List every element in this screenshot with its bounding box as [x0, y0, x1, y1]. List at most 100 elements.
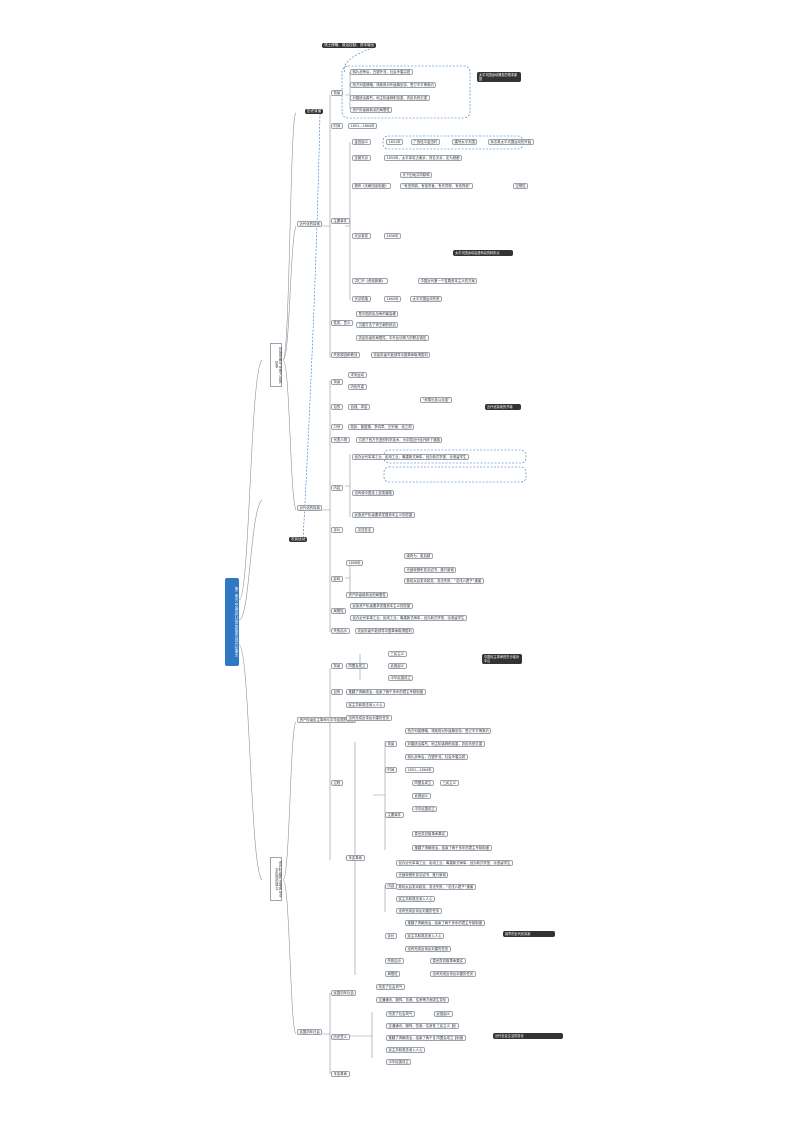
leaf-node[interactable]: 光绪帝颁布变法诏书，推行新政 [404, 567, 457, 574]
leaf-node[interactable]: 主要事件 [385, 812, 404, 819]
leaf-node[interactable]: 1851年 [386, 139, 404, 146]
branch-node[interactable]: 目的 [331, 404, 343, 411]
leaf-node[interactable]: 创办近代军事工业、民用工业，筹建新式海军，创办新式学堂，派遣留学生 [396, 860, 513, 867]
leaf-node[interactable]: 农民阶级的局限性，中外反动势力的联合镇压 [356, 335, 429, 342]
leaf-node[interactable]: 1851—1864年 [405, 767, 435, 774]
leaf-node[interactable]: 没有完成反帝反封建的任务 [430, 971, 476, 978]
leaf-node[interactable]: 时间 [385, 767, 397, 774]
branch-node[interactable]: 近代化的探索 [297, 505, 323, 512]
leaf-node[interactable]: 封建统治腐朽，地主阶级剥削加重，农民负担沉重 [405, 741, 485, 748]
branch-node[interactable]: 主要事件 [331, 218, 350, 225]
branch-node[interactable]: 背景 [331, 379, 343, 386]
leaf-node[interactable]: 袁世凯窃取革命果实 [412, 831, 448, 838]
leaf-node[interactable]: 建号太平天国 [452, 139, 478, 146]
leaf-node[interactable]: 引进了西方先进的科学技术，为中国近代化开辟了道路 [356, 437, 443, 444]
leaf-node[interactable]: 没有使中国走上富强道路 [352, 490, 395, 497]
leaf-node[interactable]: 中华民国成立 [388, 675, 414, 682]
branch-node[interactable]: 评价 [331, 527, 343, 534]
leaf-node[interactable]: 1898年 [346, 560, 364, 567]
leaf-node[interactable]: 光绪帝颁布变法诏书，推行新政 [396, 872, 449, 879]
branch-node[interactable]: 目的 [331, 689, 343, 696]
leaf-node[interactable]: 西方列强侵略，清政府对外屈辱妥协，签订不平等条约 [405, 728, 492, 735]
branch-node[interactable]: 影响 [331, 576, 343, 583]
leaf-node[interactable]: 资产阶级维新派的局限性 [350, 107, 393, 114]
leaf-node[interactable]: 农民阶级不能领导中国革命取得胜利 [355, 628, 415, 635]
leaf-node[interactable]: 民主共和观念深入人心 [386, 1047, 425, 1054]
leaf-node[interactable]: 鸦片战争后，白银外流，社会矛盾尖锐 [405, 754, 468, 761]
leaf-node[interactable]: 三民主义 [388, 651, 407, 658]
leaf-node[interactable]: 三民主义 [440, 780, 459, 787]
leaf-node[interactable]: 戊戌变法 [355, 527, 374, 534]
leaf-node[interactable]: 武昌起义 [412, 793, 431, 800]
leaf-node[interactable]: 创办近代军事工业、民用工业，筹建新式海军，创办新式学堂，派遣留学生 [352, 454, 469, 461]
leaf-node[interactable]: 没有完成反帝反封建的任务 [396, 908, 442, 915]
branch-node[interactable]: 辛亥革命 [346, 855, 365, 862]
leaf-node[interactable]: 民主共和观念深入人心 [346, 702, 385, 709]
leaf-node[interactable]: 评价 [385, 933, 397, 940]
branch-node[interactable]: 民国初年社会 [331, 990, 357, 997]
branch-node[interactable]: 背景 [331, 663, 343, 670]
branch-node[interactable]: 历史意义 [331, 1034, 350, 1041]
leaf-node[interactable]: 武昌起义 [434, 1011, 453, 1018]
section-label[interactable]: 资产阶级民主革命与中华民国的建立 [270, 857, 282, 901]
leaf-node[interactable]: 是中国农民战争的最高峰 [356, 311, 399, 318]
leaf-node[interactable]: 同盟会成立 [412, 780, 434, 787]
leaf-node[interactable]: 中华民国成立 [412, 806, 438, 813]
leaf-node[interactable]: 内忧外患 [348, 384, 367, 391]
leaf-node[interactable]: 沉重打击了清王朝的统治 [356, 322, 399, 329]
leaf-node[interactable]: 1853年，太平军攻占南京，改名天京，定为首都 [384, 155, 463, 162]
leaf-node[interactable]: 三民主义 [434, 1023, 453, 1030]
leaf-node[interactable]: 颁布《天朝田亩制度》 [352, 183, 391, 190]
leaf-node[interactable]: 自强、求富 [348, 404, 370, 411]
leaf-node[interactable]: “有田同耕，有饭同食，有衣同穿，有钱同使” [400, 183, 473, 190]
leaf-node[interactable]: “师夷长技以自强” [420, 397, 453, 404]
leaf-node[interactable]: 交通通讯、服饰、饮食、住房等方面发生变化 [386, 1023, 459, 1030]
leaf-node[interactable]: 内容 [385, 883, 397, 890]
leaf-node[interactable]: 奕訢、曾国藩、李鸿章、左宗棠、张之洞 [348, 424, 415, 431]
leaf-node[interactable]: 慈禧太后发动政变，变法失败，“戊戌六君子”遇害 [396, 884, 476, 891]
leaf-node[interactable]: 同盟会成立 [434, 1035, 456, 1042]
leaf-node[interactable]: 资产阶级维新派的局限性 [346, 592, 389, 599]
leaf-node[interactable]: 慈禧太后发动政变，变法失败，“戊戌六君子”遇害 [404, 578, 484, 585]
leaf-node[interactable]: 没有完成反帝反封建的任务 [346, 715, 392, 722]
branch-node[interactable]: 失败原因和教训 [331, 352, 360, 359]
leaf-node[interactable]: 推翻了清朝统治，结束了两千多年的君主专制制度 [405, 920, 485, 927]
root-topic[interactable]: 第二单元 中国近代社会的探索与现代化事业 [225, 578, 239, 666]
leaf-node[interactable]: 天京陷落 [352, 296, 371, 303]
leaf-node[interactable]: 民族资产阶级要求发展资本主义的愿望 [352, 512, 415, 519]
leaf-node[interactable]: 封建统治腐朽，地主阶级剥削加重，农民负担沉重 [350, 95, 430, 102]
leaf-node[interactable]: 交通通讯、服饰、饮食、住房等方面发生变化 [376, 997, 449, 1004]
leaf-node[interactable]: 失败启示 [385, 958, 404, 965]
leaf-node[interactable]: 改变了社会风气 [386, 1011, 415, 1018]
leaf-node[interactable]: 洪仁玕《资政新篇》 [352, 278, 388, 285]
branch-node[interactable]: 内容 [331, 485, 343, 492]
leaf-node[interactable]: 中国近代第一个发展资本主义的方案 [418, 278, 478, 285]
leaf-node[interactable]: 太平天国运动失败 [410, 296, 443, 303]
leaf-node[interactable]: 袁世凯窃取革命果实 [430, 958, 466, 965]
leaf-node[interactable]: 西方列强侵略，清政府对外屈辱妥协，签订不平等条约 [350, 82, 437, 89]
leaf-node[interactable]: 1856年 [384, 233, 402, 240]
leaf-node[interactable]: 民族资产阶级要求发展资本主义的愿望 [350, 603, 413, 610]
leaf-node[interactable]: 局限性 [385, 971, 401, 978]
leaf-node[interactable]: 广西桂平金田村 [411, 139, 440, 146]
leaf-node[interactable]: 天京事变 [352, 233, 371, 240]
branch-node[interactable]: 民国初年社会 [297, 1029, 323, 1036]
branch-node[interactable]: 性质、意义 [331, 320, 353, 327]
branch-node[interactable]: 口号 [331, 424, 343, 431]
branch-node[interactable]: 辛亥革命 [331, 1071, 350, 1078]
leaf-node[interactable]: 推翻了清朝统治，结束了两千多年的君主专制制度 [412, 845, 492, 852]
section-label[interactable]: 列强侵略与中国人民的抗争 [270, 343, 282, 387]
leaf-node[interactable]: 鸦片战争后，白银外流，社会矛盾尖锐 [350, 69, 413, 76]
leaf-node[interactable]: 定都天京 [352, 155, 371, 162]
branch-node[interactable]: 过程 [331, 780, 343, 787]
leaf-node[interactable]: 没有完成反帝反封建的任务 [405, 946, 451, 953]
leaf-node[interactable]: 中华民国成立 [386, 1059, 412, 1066]
leaf-node[interactable]: 民主共和观念深入人心 [396, 896, 435, 903]
branch-node[interactable]: 背景 [331, 90, 343, 97]
branch-node[interactable]: 时间 [331, 123, 343, 130]
leaf-node[interactable]: 创办近代军事工业、民用工业，筹建新式海军，创办新式学堂，派遣留学生 [350, 615, 467, 622]
leaf-node[interactable]: 标志着太平天国运动的开始 [488, 139, 534, 146]
leaf-node[interactable]: 背景 [385, 741, 397, 748]
branch-node[interactable]: 失败启示 [331, 628, 350, 635]
leaf-node[interactable]: 同盟会成立 [346, 663, 368, 670]
